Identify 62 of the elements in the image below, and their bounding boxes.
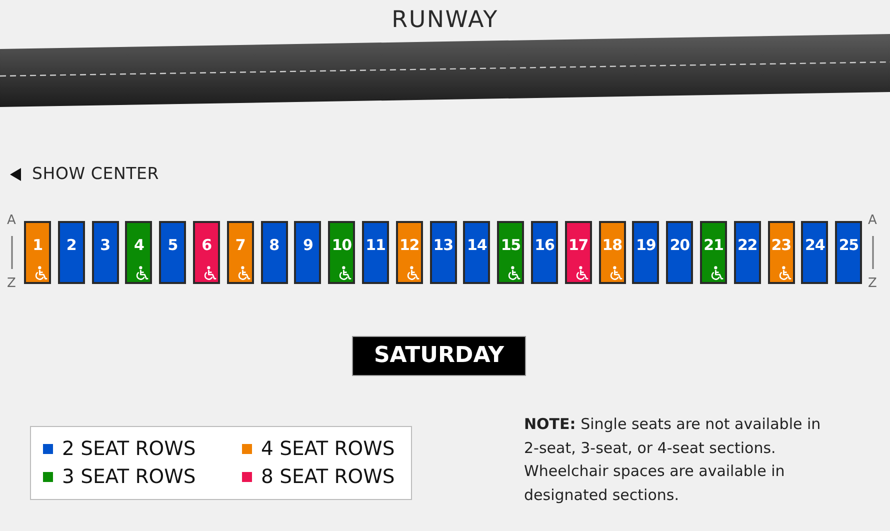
section-number: 13 bbox=[433, 236, 453, 254]
seating-section bbox=[768, 221, 795, 284]
section-number: 21 bbox=[704, 236, 724, 254]
section-number: 3 bbox=[100, 236, 110, 254]
section-number: 19 bbox=[636, 236, 656, 254]
seating-section bbox=[835, 221, 862, 284]
seating-section bbox=[564, 221, 592, 284]
row-letter: A bbox=[7, 214, 16, 228]
seating-section bbox=[362, 221, 389, 284]
section-number: 23 bbox=[771, 236, 791, 254]
section-number: 2 bbox=[66, 236, 76, 254]
seating-section bbox=[598, 221, 626, 284]
legend-label: 8 SEAT ROWS bbox=[261, 466, 395, 488]
section-number: 8 bbox=[269, 236, 280, 254]
section-number: 14 bbox=[467, 236, 487, 254]
seating-section bbox=[632, 221, 660, 284]
seating-section bbox=[24, 221, 51, 284]
seating-section bbox=[497, 221, 524, 284]
row-letter: Z bbox=[868, 277, 877, 291]
seating-section bbox=[328, 221, 356, 284]
seating-section bbox=[260, 221, 288, 284]
row-letter: A bbox=[868, 214, 877, 228]
legend-label: 3 SEAT ROWS bbox=[62, 466, 196, 488]
section-number: 1 bbox=[32, 236, 42, 254]
show-center-label: SHOW CENTER bbox=[32, 164, 159, 184]
section-number: 7 bbox=[235, 236, 246, 254]
seating-section bbox=[700, 221, 727, 284]
section-number: 20 bbox=[670, 236, 690, 254]
seating-section bbox=[430, 221, 457, 284]
section-number: 15 bbox=[500, 236, 521, 254]
seating-section bbox=[193, 221, 220, 284]
seating-section bbox=[396, 221, 423, 284]
section-number: 10 bbox=[332, 236, 352, 254]
section-number: 9 bbox=[302, 236, 313, 254]
seating-section bbox=[294, 221, 322, 284]
seating-section bbox=[531, 221, 558, 284]
seating-section bbox=[734, 221, 761, 284]
seating-section bbox=[58, 221, 85, 284]
seating-section bbox=[463, 221, 490, 284]
section-number: 24 bbox=[805, 236, 825, 254]
seating-section bbox=[226, 221, 254, 284]
section-number: 6 bbox=[202, 236, 212, 254]
section-number: 18 bbox=[602, 236, 622, 254]
section-number: 25 bbox=[838, 236, 859, 254]
section-number: 5 bbox=[168, 236, 178, 254]
section-number: 4 bbox=[134, 236, 144, 254]
runway-label: RUNWAY bbox=[392, 7, 498, 33]
section-number: 11 bbox=[366, 236, 386, 254]
section-number: 16 bbox=[534, 236, 554, 254]
section-number: 17 bbox=[568, 236, 588, 254]
seating-section bbox=[125, 221, 152, 284]
seating-section bbox=[92, 221, 119, 284]
legend-label: 2 SEAT ROWS bbox=[62, 438, 196, 460]
seating-section bbox=[159, 221, 186, 284]
seating-section bbox=[666, 221, 694, 284]
legend-label: 4 SEAT ROWS bbox=[261, 438, 395, 460]
day-banner: SATURDAY bbox=[352, 336, 526, 376]
section-number: 22 bbox=[737, 236, 758, 254]
seating-section bbox=[801, 221, 828, 284]
section-number: 12 bbox=[399, 236, 420, 254]
row-letter: Z bbox=[7, 277, 16, 291]
note-text: NOTE: Single seats are not available in 2-seat, 3-seat, or 4-seat sections. Wheelchair spaces are available in designated sections. bbox=[524, 414, 822, 506]
